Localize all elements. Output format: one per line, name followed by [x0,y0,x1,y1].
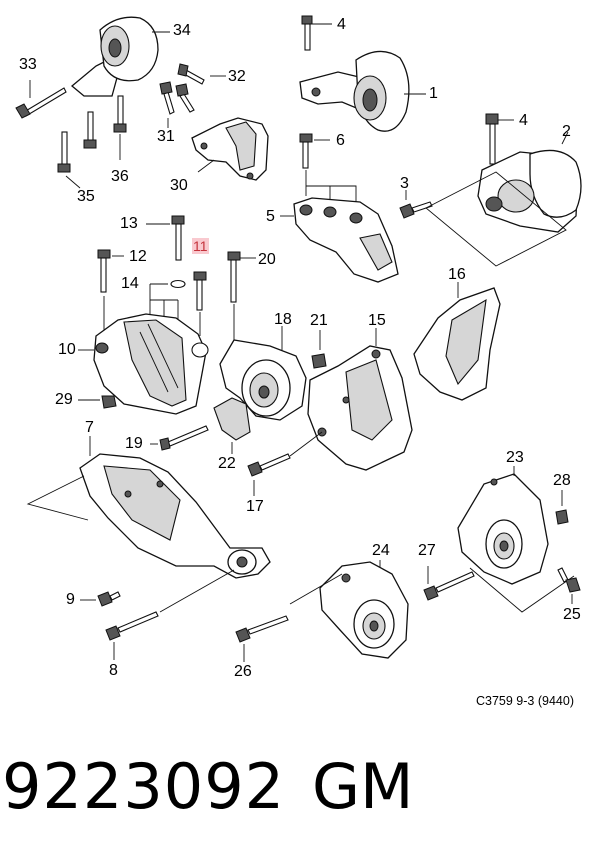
nut-21 [311,330,327,369]
callout-29: 29 [55,391,73,408]
bolt-9 [80,591,121,607]
bolt-12 [97,249,124,334]
callout-24: 24 [372,542,390,559]
bolt-27 [423,566,475,601]
mount-24 [319,560,409,659]
callout-4b: 4 [519,112,528,129]
bracket-15 [307,328,413,471]
bolt-26 [235,573,343,662]
callout-31: 31 [157,128,175,145]
callout-8: 8 [109,662,118,679]
callout-18: 18 [274,311,292,328]
bolts-31-32 [159,63,226,128]
bolt-17 [247,431,323,496]
mount-18 [219,326,307,421]
part-number: 9223092 [2,750,286,823]
mount-34 [70,16,170,97]
mount-23 [457,466,575,613]
callout-12: 12 [129,248,147,265]
exploded-parts-diagram [15,15,582,662]
callout-28: 28 [553,472,571,489]
callout-5: 5 [266,208,275,225]
washer-14 [149,279,186,336]
callout-34: 34 [173,22,191,39]
callout-1: 1 [429,85,438,102]
bolt-4-top [301,15,332,51]
bracket-30 [191,117,269,181]
bolt-6 [299,133,357,206]
callout-33: 33 [19,56,37,73]
bracket-16 [413,282,501,401]
callout-2: 2 [562,123,571,140]
bolt-3 [399,190,433,219]
bolt-33 [15,80,67,119]
bolt-19 [150,425,209,451]
mount-10 [78,313,209,415]
callout-25: 25 [563,606,581,623]
callout-22: 22 [218,455,236,472]
callout-32: 32 [228,68,246,85]
nut-28 [555,490,569,525]
callout-19: 19 [125,435,143,452]
bolt-4-right [485,113,514,165]
bolt-13 [146,215,185,261]
callout-11-highlighted[interactable]: 11 [192,238,209,254]
callout-6: 6 [336,132,345,149]
bracket-7 [26,436,271,579]
callout-9: 9 [66,591,75,608]
bolt-36 [113,95,127,160]
mount-1 [299,50,426,132]
callout-7: 7 [85,419,94,436]
bolt-8 [105,569,235,660]
callout-17: 17 [246,498,264,515]
plate-22 [213,397,251,454]
callout-4a: 4 [337,16,346,33]
brand-label: GM [312,750,414,823]
callout-16: 16 [448,266,466,283]
callout-30: 30 [170,177,188,194]
callout-23: 23 [506,449,524,466]
bolt-25 [557,567,581,604]
mount-5 [280,197,399,283]
bolt-35 [57,111,97,189]
callout-27: 27 [418,542,436,559]
callout-13: 13 [120,215,138,232]
nut-29 [78,395,117,409]
callout-15: 15 [368,312,386,329]
callout-20: 20 [258,251,276,268]
callout-21: 21 [310,312,328,329]
diagram-reference-code: C3759 9-3 (9440) [476,694,574,708]
callout-3: 3 [400,175,409,192]
callout-35: 35 [77,188,95,205]
mount-2 [425,131,582,267]
bolt-11 [193,271,207,336]
bolt-20 [227,251,256,340]
callout-36: 36 [111,168,129,185]
callout-10: 10 [58,341,76,358]
callout-26: 26 [234,663,252,680]
callout-14: 14 [121,275,139,292]
